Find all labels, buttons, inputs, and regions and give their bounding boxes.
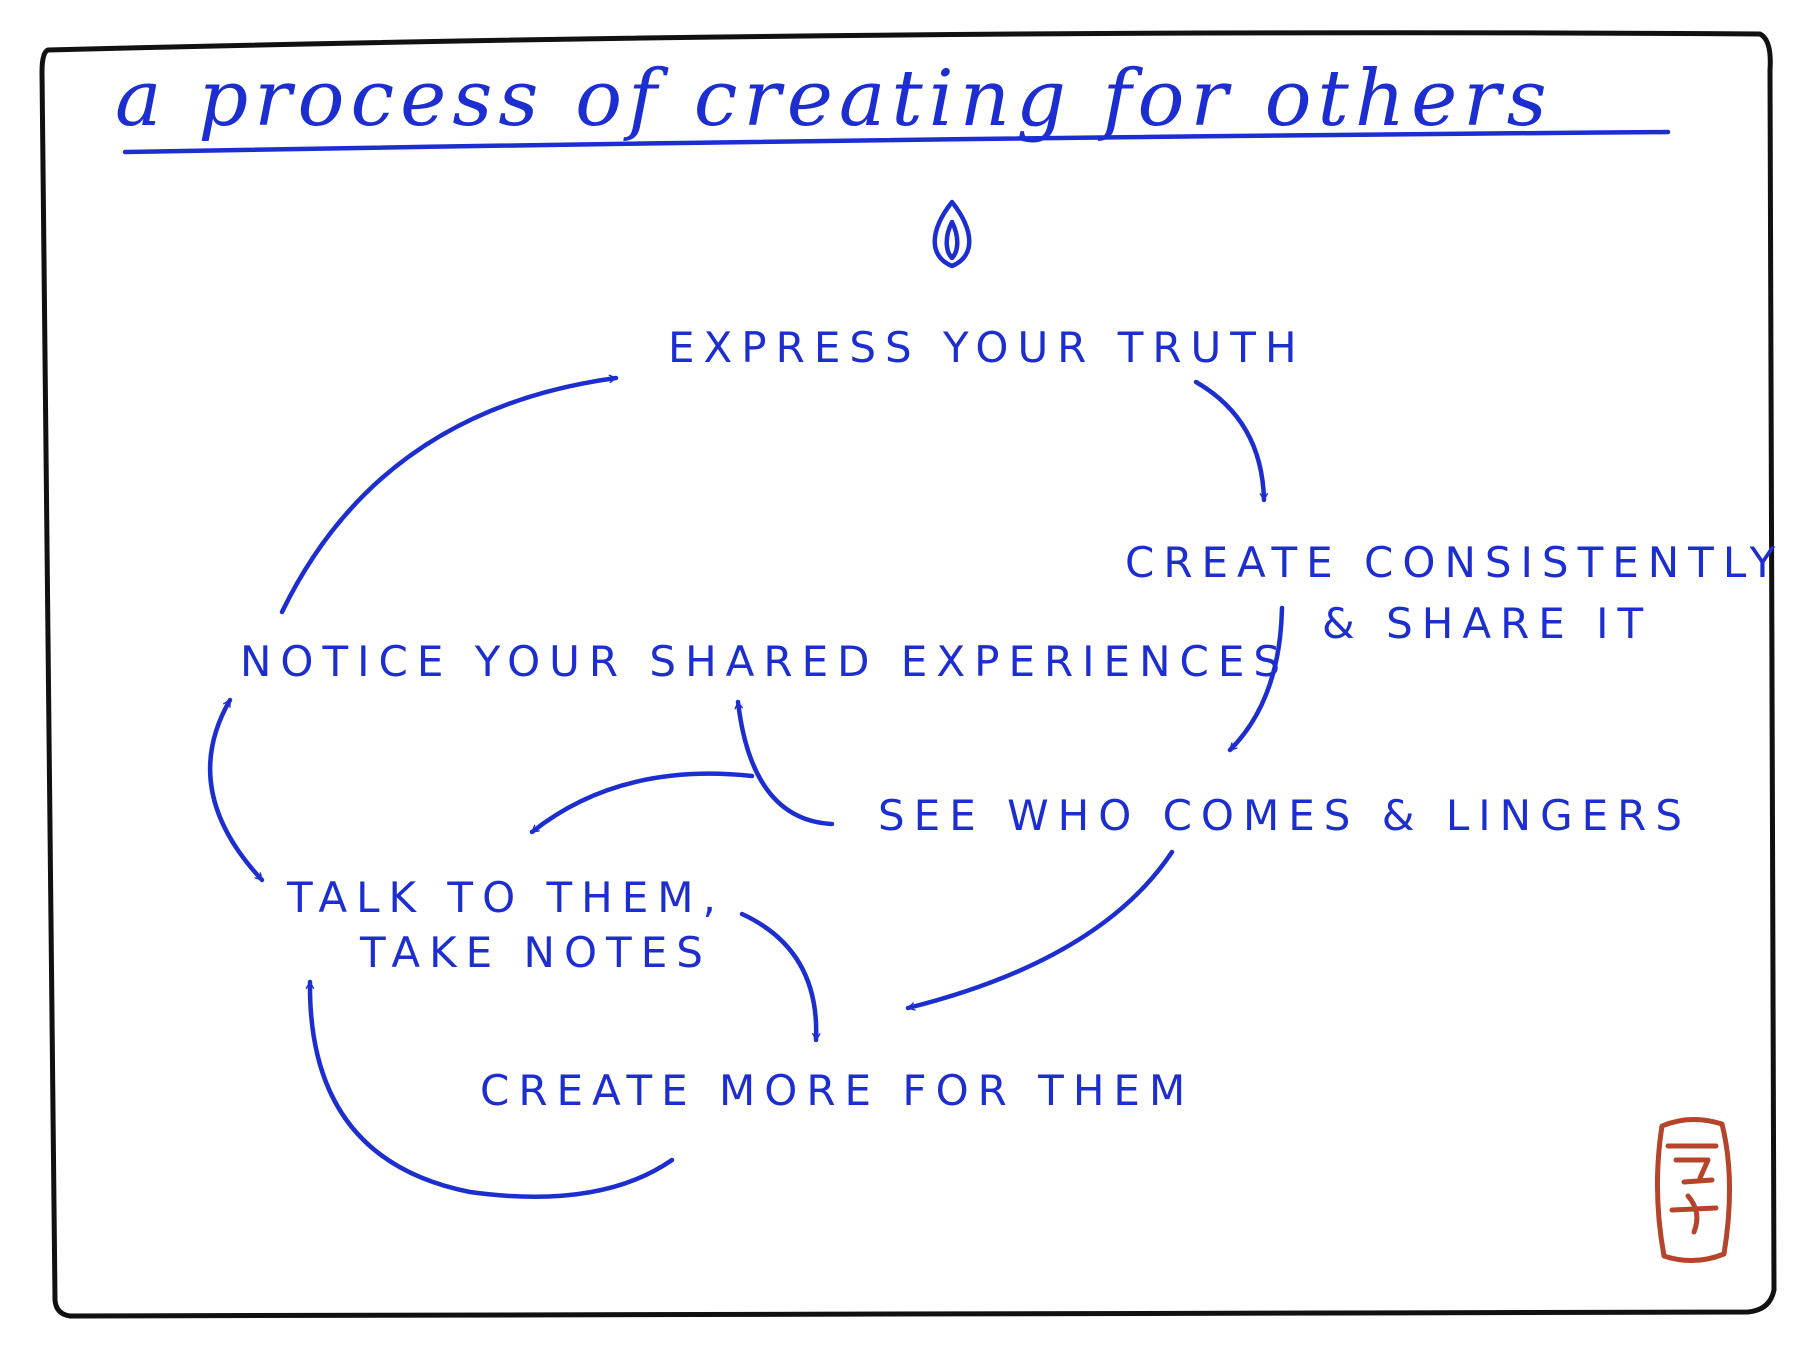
arrow-create-to-see [1227,605,1285,753]
title-underline [122,129,1671,155]
step-express-your-truth: EXPRESS YOUR TRUTH [668,323,1306,372]
step-create-consistently: CREATE CONSISTENTLY [1125,538,1784,587]
arrow-notice-to-express [279,374,619,615]
arrow-see-to-create-more [905,849,1175,1011]
frame-border [39,30,1777,1319]
step-see-who-comes: SEE WHO COMES & LINGERS [878,791,1691,840]
arrow-talk-to-create-more [739,911,821,1043]
arrow-truth-to-create [1193,379,1269,503]
arrow-see-to-notice [734,699,835,827]
arrow-see-to-talk [529,771,755,835]
step-notice-shared-experiences: NOTICE YOUR SHARED EXPERIENCES [240,637,1289,686]
arrow-notice-talk-bidirectional [207,697,265,883]
step-share-it: & SHARE IT [1322,599,1652,648]
diagram-title: a process of creating for others [115,54,1553,144]
step-create-more: CREATE MORE FOR THEM [480,1066,1194,1115]
artist-seal-icon [1654,1117,1732,1263]
flame-icon [932,199,972,269]
step-take-notes: TAKE NOTES [359,928,712,977]
step-talk-to-them: TALK TO THEM, [286,873,725,922]
arrow-create-more-to-talk [305,979,675,1200]
